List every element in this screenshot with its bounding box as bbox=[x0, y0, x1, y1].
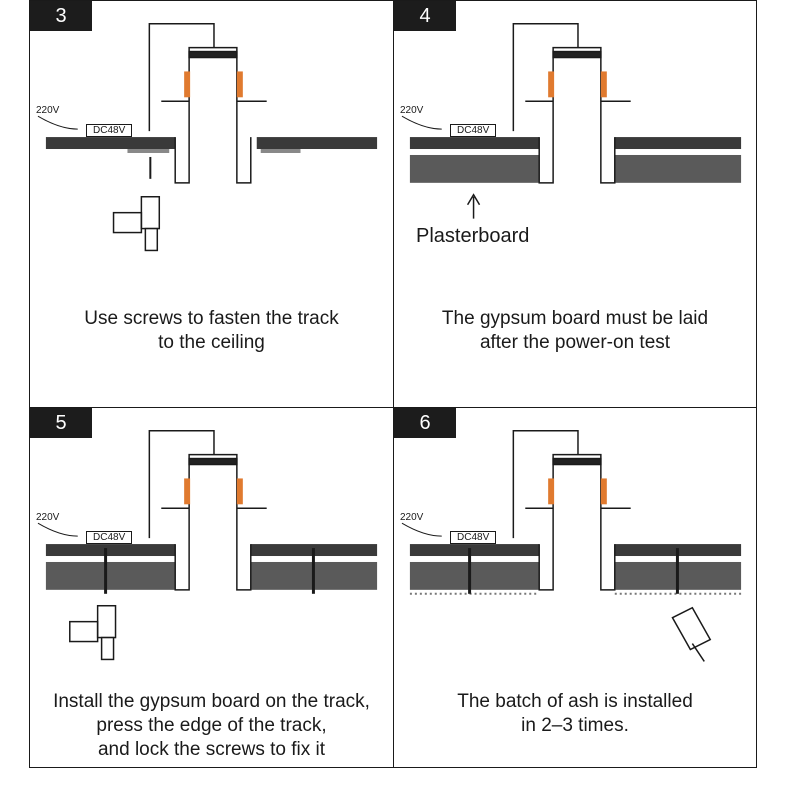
gypsum-board bbox=[45, 561, 176, 590]
ceiling-slab bbox=[45, 137, 176, 150]
fixing-plate bbox=[127, 149, 170, 153]
step-number-badge: 4 bbox=[394, 1, 456, 31]
step-caption: Use screws to fasten the track to the ce… bbox=[84, 308, 339, 353]
input-voltage-label: 220V bbox=[36, 512, 60, 523]
track-profile bbox=[525, 46, 631, 184]
input-wire bbox=[37, 522, 78, 537]
track-profile bbox=[161, 453, 267, 591]
led-strip bbox=[600, 71, 607, 98]
step-caption: Install the gypsum board on the track, p… bbox=[53, 691, 370, 760]
step-caption: The batch of ash is installed in 2–3 tim… bbox=[457, 691, 693, 736]
input-voltage-label: 220V bbox=[400, 512, 424, 523]
power-wire bbox=[148, 429, 215, 539]
track-profile bbox=[525, 453, 631, 591]
driver-label: DC48V bbox=[450, 124, 497, 137]
input-wire bbox=[37, 115, 78, 130]
led-strip bbox=[548, 71, 555, 98]
step-number-badge: 6 bbox=[394, 408, 456, 438]
ceiling-slab bbox=[409, 137, 540, 150]
ceiling-slab bbox=[45, 544, 176, 557]
plaster-finish-diagram bbox=[401, 429, 742, 662]
paint-brush-icon bbox=[671, 606, 712, 662]
input-wire bbox=[401, 522, 442, 537]
step-number-badge: 3 bbox=[30, 1, 92, 31]
input-voltage-label: 220V bbox=[400, 105, 424, 116]
track-install-diagram bbox=[37, 22, 378, 252]
input-voltage-label: 220V bbox=[36, 105, 60, 116]
led-strip bbox=[600, 478, 607, 505]
led-strip bbox=[236, 478, 243, 505]
drill-icon bbox=[69, 604, 117, 661]
track-profile bbox=[161, 46, 267, 184]
plasterboard-arrow bbox=[466, 193, 481, 219]
step-panel-5: 5 220V DC48V Install the gypsum board on… bbox=[29, 407, 394, 768]
led-strip bbox=[548, 478, 555, 505]
power-wire bbox=[148, 22, 215, 132]
power-wire bbox=[512, 22, 579, 132]
driver-label: DC48V bbox=[86, 124, 133, 137]
plasterboard-label: Plasterboard bbox=[416, 225, 530, 247]
step-panel-4: 4 220V DC48V Plasterboard The gypsum boa… bbox=[393, 0, 757, 408]
gypsum-layout-diagram bbox=[401, 22, 742, 219]
gypsum-board bbox=[614, 154, 742, 183]
gypsum-board bbox=[409, 561, 540, 590]
ceiling-slab bbox=[614, 137, 742, 150]
input-wire bbox=[401, 115, 442, 130]
gypsum-board bbox=[409, 154, 540, 183]
step-caption: The gypsum board must be laid after the … bbox=[441, 308, 709, 353]
led-strip bbox=[184, 478, 191, 505]
ceiling-slab bbox=[256, 137, 378, 150]
power-wire bbox=[512, 429, 579, 539]
led-strip bbox=[236, 71, 243, 98]
gypsum-fix-diagram bbox=[37, 429, 378, 661]
drill-icon bbox=[112, 196, 161, 252]
fixing-plate bbox=[260, 149, 301, 153]
step-panel-3: 3 220V DC48V Use screws to fasten the tr… bbox=[29, 0, 394, 408]
step-number-badge: 5 bbox=[30, 408, 92, 438]
driver-label: DC48V bbox=[450, 531, 497, 544]
driver-label: DC48V bbox=[86, 531, 133, 544]
step-panel-6: 6 220V DC48V The batch of ash is install… bbox=[393, 407, 757, 768]
led-strip bbox=[184, 71, 191, 98]
ceiling-slab bbox=[409, 544, 540, 557]
